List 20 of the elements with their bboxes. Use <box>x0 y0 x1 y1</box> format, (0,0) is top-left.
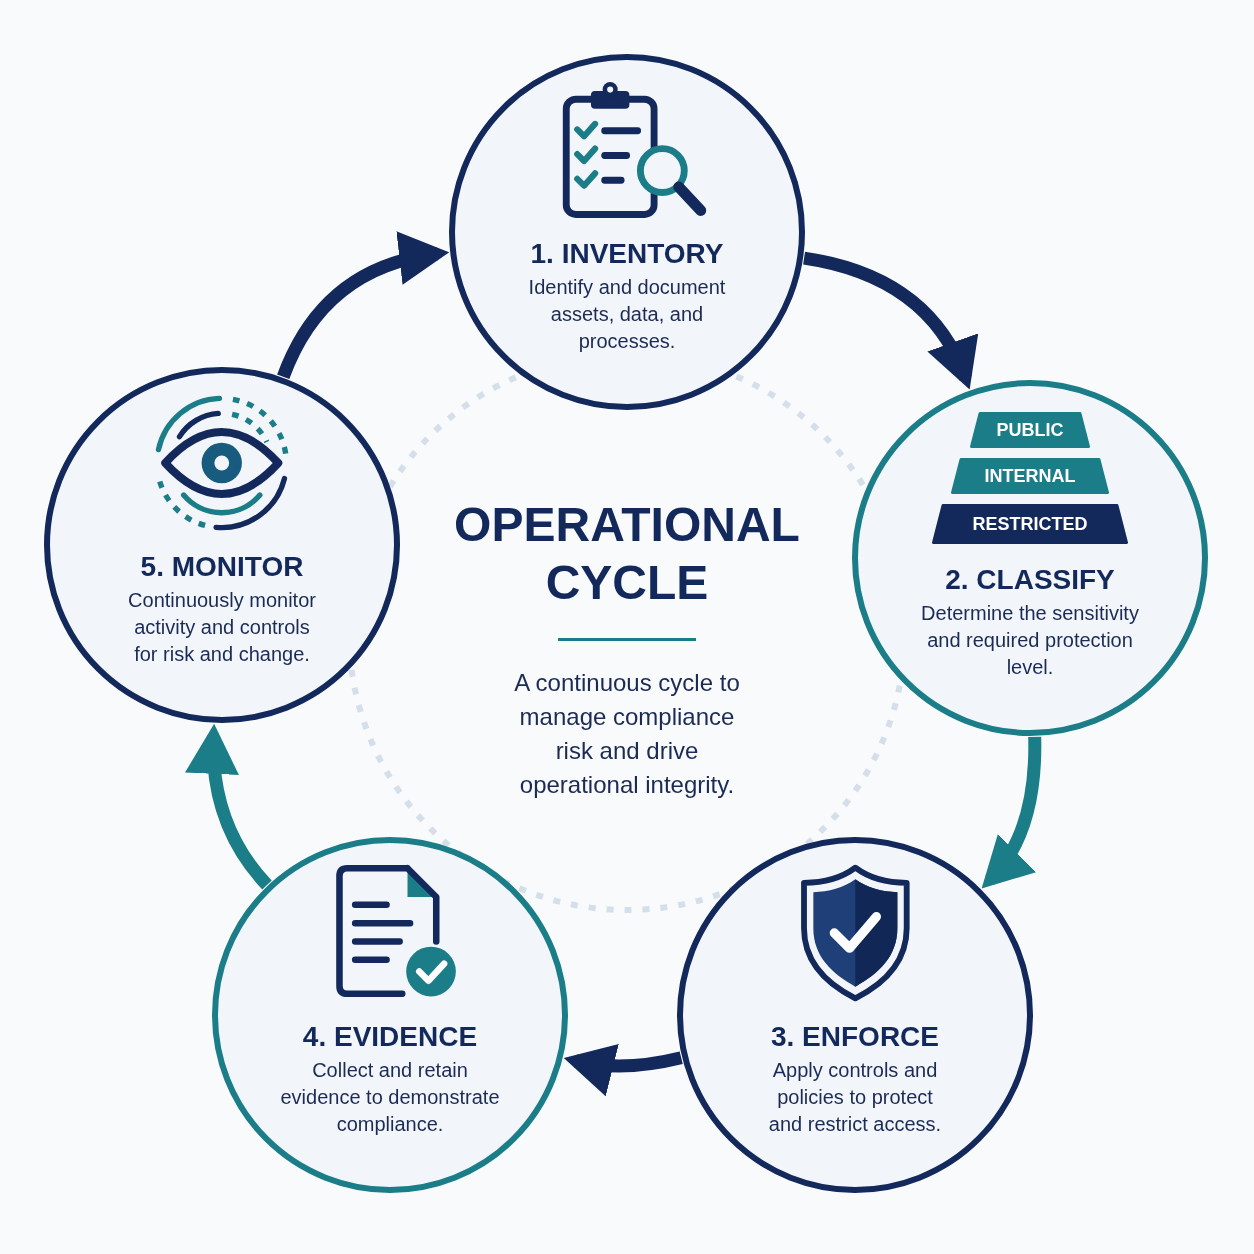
step-description: Continuously monitor activity and controls for risk and change. <box>127 588 317 667</box>
step-description: Collect and retain evidence to demonstrate compliance. <box>279 1058 501 1137</box>
step-description: Identify and document assets, data, and processes. <box>527 275 727 354</box>
arrow <box>277 232 450 380</box>
diagram-title: OPERATIONAL CYCLE <box>453 497 801 611</box>
tier-band: PUBLIC <box>970 412 1090 448</box>
step-title: 4. EVIDENCE <box>301 1020 479 1054</box>
tier-band: INTERNAL <box>951 458 1109 494</box>
summary-text: A continuous cycle to manage compliance risk and drive operational integrity. <box>513 668 741 800</box>
step-title: 2. CLASSIFY <box>944 563 1116 597</box>
arrow <box>982 736 1042 889</box>
step-title: 5. MONITOR <box>139 550 305 584</box>
arrow <box>186 723 272 890</box>
tier-band: RESTRICTED <box>932 504 1128 544</box>
arrow <box>563 1042 683 1096</box>
step-title: 1. INVENTORY <box>529 237 725 271</box>
step-title: 3. ENFORCE <box>770 1020 940 1054</box>
step-description: Determine the sensitivity and required protection level. <box>920 601 1140 680</box>
step-description: Apply controls and policies to protect and restrict access. <box>767 1058 943 1137</box>
arrow <box>802 251 977 390</box>
